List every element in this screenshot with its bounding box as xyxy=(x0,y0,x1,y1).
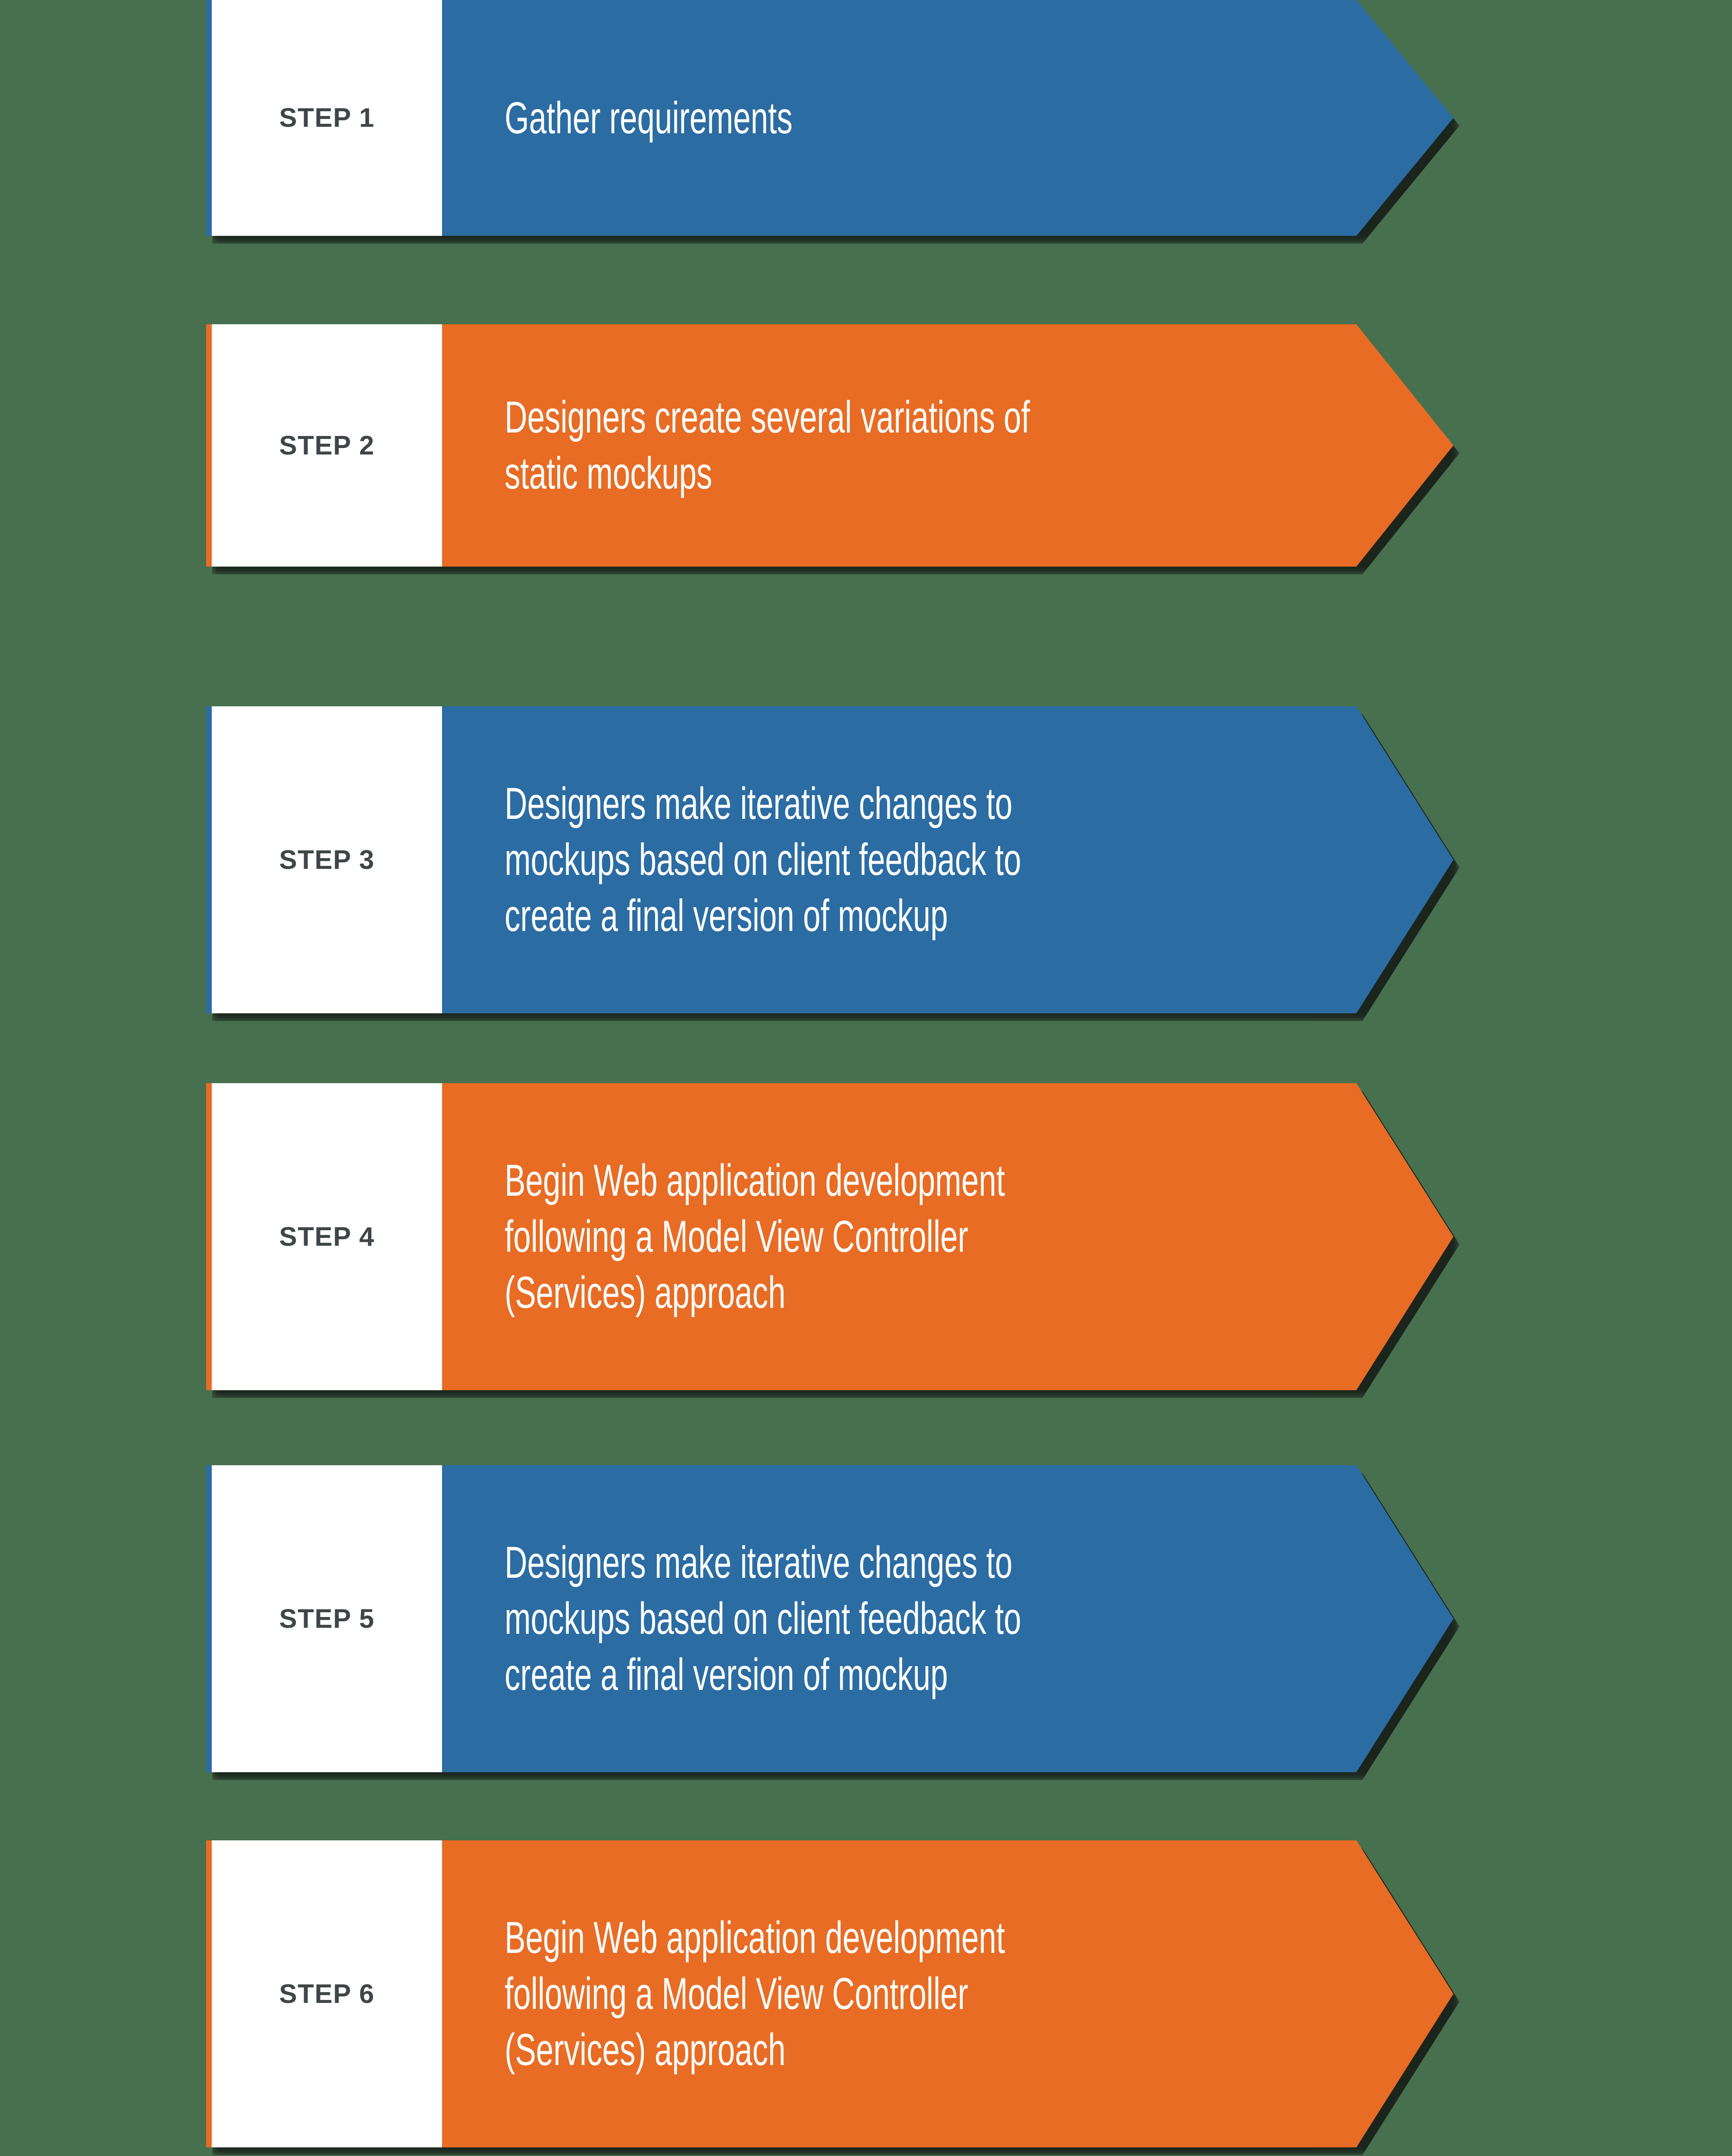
step-accent-bar xyxy=(206,324,212,567)
process-step-1: STEP 1 Gather requirements xyxy=(206,0,1459,244)
step-arrow-shape: STEP 2 Designers create several variation… xyxy=(206,324,1453,567)
step-label-box: STEP 6 xyxy=(212,1840,442,2147)
process-step-5: STEP 5 Designers make iterative changes t… xyxy=(206,1465,1459,1780)
step-number-label: STEP 3 xyxy=(279,845,375,875)
step-arrow-shape: STEP 6 Begin Web application development … xyxy=(206,1840,1453,2147)
step-description: Designers make iterative changes to mock… xyxy=(505,1538,1021,1700)
step-accent-bar xyxy=(206,706,212,1013)
step-description: Begin Web application development follow… xyxy=(505,1156,1005,1318)
step-number-label: STEP 4 xyxy=(279,1222,375,1252)
step-description: Designers create several variations of s… xyxy=(505,392,1030,498)
step-number-label: STEP 6 xyxy=(279,1979,375,2009)
process-step-3: STEP 3 Designers make iterative changes t… xyxy=(206,706,1459,1021)
step-description: Gather requirements xyxy=(505,93,793,143)
step-arrow-shape: STEP 3 Designers make iterative changes t… xyxy=(206,706,1453,1013)
step-body: Begin Web application development follow… xyxy=(442,1083,1453,1390)
step-label-box: STEP 1 xyxy=(212,0,442,236)
step-body: Designers create several variations of s… xyxy=(442,324,1453,567)
step-label-box: STEP 2 xyxy=(212,324,442,567)
step-label-box: STEP 4 xyxy=(212,1083,442,1390)
step-number-label: STEP 2 xyxy=(279,430,375,461)
step-accent-bar xyxy=(206,1840,212,2147)
step-number-label: STEP 5 xyxy=(279,1604,375,1634)
step-body: Designers make iterative changes to mock… xyxy=(442,1465,1453,1772)
step-arrow-shape: STEP 5 Designers make iterative changes t… xyxy=(206,1465,1453,1772)
step-arrow-shape: STEP 1 Gather requirements xyxy=(206,0,1453,236)
step-accent-bar xyxy=(206,1465,212,1772)
step-number-label: STEP 1 xyxy=(279,103,375,133)
step-body: Begin Web application development follow… xyxy=(442,1840,1453,2147)
process-step-6: STEP 6 Begin Web application development … xyxy=(206,1840,1459,2155)
step-accent-bar xyxy=(206,0,212,236)
process-step-2: STEP 2 Designers create several variation… xyxy=(206,324,1459,574)
process-step-4: STEP 4 Begin Web application development … xyxy=(206,1083,1459,1398)
step-body: Gather requirements xyxy=(442,0,1453,236)
step-accent-bar xyxy=(206,1083,212,1390)
step-arrow-shape: STEP 4 Begin Web application development … xyxy=(206,1083,1453,1390)
step-label-box: STEP 3 xyxy=(212,706,442,1013)
step-label-box: STEP 5 xyxy=(212,1465,442,1772)
step-body: Designers make iterative changes to mock… xyxy=(442,706,1453,1013)
step-description: Designers make iterative changes to mock… xyxy=(505,779,1021,941)
step-description: Begin Web application development follow… xyxy=(505,1913,1005,2075)
